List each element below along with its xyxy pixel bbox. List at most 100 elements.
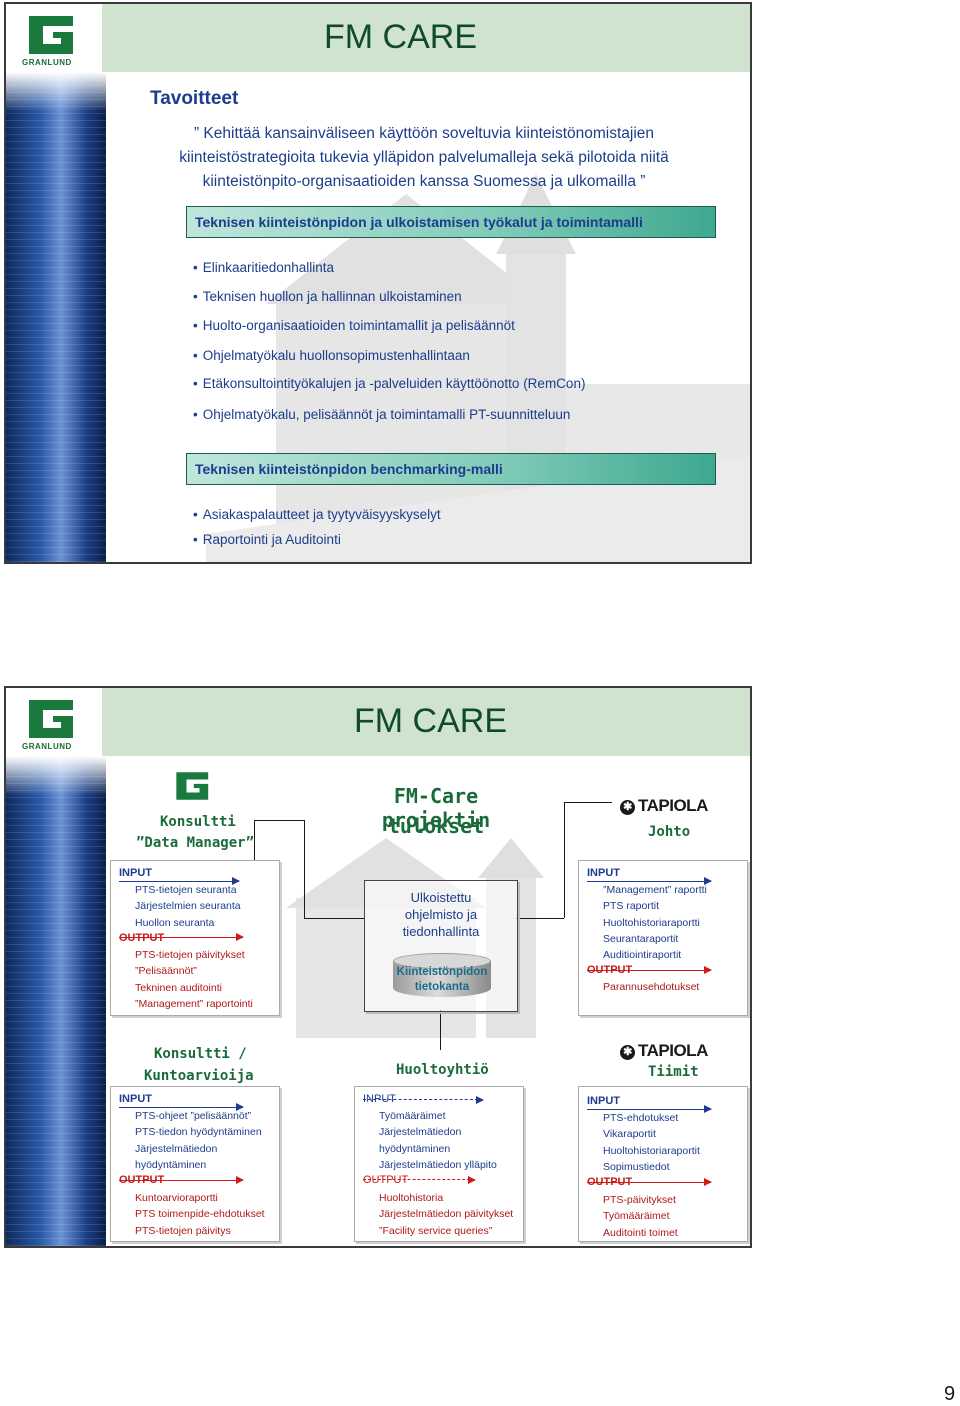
list-item: PTS toimenpide-ehdotukset — [135, 1208, 265, 1221]
list-item: Etäkonsultointityökalujen ja -palveluide… — [193, 376, 586, 407]
granlund-logo: GRANLUND — [6, 688, 102, 756]
slide-title: FM CARE — [324, 18, 477, 56]
list-item: PTS-tietojen seuranta — [135, 884, 237, 896]
output-list: Huoltohistoria Järjestelmätiedon päivity… — [379, 1190, 513, 1239]
list-item: PTS-ehdotukset — [603, 1112, 679, 1124]
input-arrow-icon — [119, 877, 240, 885]
list-item: Elinkaaritiedonhallinta — [193, 260, 585, 289]
io-box-consultant: INPUT PTS-ohjeet ”pelisäännöt” PTS-tiedo… — [110, 1086, 280, 1242]
connector-line — [254, 820, 255, 860]
logo-text: GRANLUND — [22, 58, 72, 67]
list-item: Työmääräimet — [379, 1110, 446, 1122]
tapiola-mark-icon: ✱ — [620, 800, 635, 815]
list-item: Seurantaraportit — [603, 932, 679, 945]
maintenance-company-label: Huoltoyhtiö — [396, 1062, 489, 1078]
input-label: INPUT — [119, 1093, 152, 1105]
consultant-label: Konsultti — [160, 814, 236, 830]
io-box-teams: INPUT PTS-ehdotukset Vikaraportit Huolto… — [578, 1086, 748, 1242]
teams-label: Tiimit — [648, 1064, 699, 1080]
output-arrow-icon — [119, 933, 244, 941]
list-item: PTS-päivitykset — [603, 1194, 676, 1206]
title-bar — [6, 688, 750, 756]
list-item: Auditiointiraportit — [603, 949, 682, 962]
outsourced-software-box: Ulkoistettu ohjelmisto ja tiedonhallinta… — [364, 880, 518, 1012]
list-item: Vikaraportit — [603, 1128, 656, 1141]
input-arrow-icon — [119, 1103, 244, 1111]
list-item: Huoltohistoriaraportit — [603, 1144, 700, 1157]
slide-goals: GRANLUND FM CARE Tavoitteet ” Kehittää k… — [4, 2, 752, 564]
output-list: PTS-tietojen päivitykset ”Pelisäännöt” T… — [135, 947, 253, 1012]
input-label: INPUT — [119, 867, 152, 879]
list-item: Auditointi toimet — [603, 1226, 678, 1239]
tools-list: Elinkaaritiedonhallinta Teknisen huollon… — [193, 260, 586, 435]
quote-line: kiinteistönpito-organisaatioiden kanssa … — [202, 173, 646, 190]
quote-line: ” Kehittää kansainväliseen käyttöön sove… — [193, 125, 655, 142]
connector-line — [440, 1010, 441, 1050]
logo-g-icon — [176, 772, 209, 800]
list-item: Huoltohistoriaraportti — [603, 916, 700, 929]
input-list: Työmääräimet Järjestelmätiedon hyödyntäm… — [379, 1108, 497, 1173]
list-item: Huoltohistoria — [379, 1192, 444, 1204]
output-list: PTS-päivitykset Työmääräimet Auditointi … — [603, 1192, 678, 1241]
tower-building-image — [6, 72, 106, 562]
consultant2-label-line2: Kuntoarvioija — [144, 1068, 254, 1084]
list-item: ”Facility service queries” — [379, 1224, 493, 1237]
box-line: ohjelmisto ja — [404, 907, 478, 922]
list-item: PTS-tietojen päivitys — [135, 1224, 231, 1237]
goals-quote: ” Kehittää kansainväliseen käyttöön sove… — [124, 122, 724, 194]
center-title-line2: tulokset — [387, 814, 485, 838]
list-item: ”Management” raportointi — [135, 997, 253, 1010]
io-box-management: INPUT ”Management” raportti PTS raportit… — [578, 860, 748, 1016]
benchmarking-list: Asiakaspalautteet ja tyytyväisyyskyselyt… — [193, 507, 441, 557]
box-line: Ulkoistettu — [410, 890, 472, 905]
input-list: PTS-ehdotukset Vikaraportit Huoltohistor… — [603, 1110, 700, 1175]
slide-results: GRANLUND FM CARE Konsultti ”Data Manager… — [4, 686, 752, 1248]
slide-title: FM CARE — [354, 702, 507, 740]
section-bar-tools: Teknisen kiinteistönpidon ja ulkoistamis… — [186, 206, 716, 238]
list-item: ”Pelisäännöt” — [135, 965, 197, 978]
outsourced-software-text: Ulkoistettu ohjelmisto ja tiedonhallinta — [365, 889, 517, 940]
output-arrow-icon — [363, 1176, 476, 1184]
list-item: Tekninen auditointi — [135, 981, 222, 994]
input-arrow-icon — [363, 1096, 484, 1104]
list-item: Asiakaspalautteet ja tyytyväisyyskyselyt — [193, 507, 441, 532]
database-label: Kiinteistönpidon tietokanta — [387, 965, 497, 995]
list-item: Järjestelmätiedon — [135, 1142, 218, 1155]
list-item: PTS-ohjeet ”pelisäännöt” — [135, 1110, 252, 1122]
box-line: tiedonhallinta — [402, 924, 480, 939]
logo-g-icon — [23, 696, 81, 742]
io-box-maintenance: INPUT Työmääräimet Järjestelmätiedon hyö… — [354, 1086, 524, 1242]
list-item: Huolto-organisaatioiden toimintamallit j… — [193, 318, 585, 348]
output-arrow-icon — [587, 966, 712, 974]
input-list: ”Management” raportti PTS raportit Huolt… — [603, 882, 707, 963]
database-cylinder-icon: Kiinteistönpidon tietokanta — [393, 953, 491, 997]
input-label: INPUT — [587, 867, 620, 879]
input-arrow-icon — [587, 1105, 712, 1113]
consultant2-label-line1: Konsultti / — [154, 1046, 247, 1062]
list-item: Sopimustiedot — [603, 1160, 670, 1173]
title-bar — [6, 4, 750, 72]
list-item: Teknisen huollon ja hallinnan ulkoistami… — [193, 289, 585, 318]
list-item: PTS-tietojen päivitykset — [135, 949, 245, 961]
input-list: PTS-ohjeet ”pelisäännöt” PTS-tiedon hyöd… — [135, 1108, 262, 1173]
list-item: Järjestelmätiedon ylläpito — [379, 1158, 497, 1171]
list-item: Parannusehdotukset — [603, 981, 700, 993]
connector-line — [516, 918, 564, 919]
output-list: Parannusehdotukset — [603, 979, 699, 995]
consultant-logo — [172, 768, 214, 809]
database-line: Kiinteistönpidon — [396, 966, 488, 978]
output-label: OUTPUT — [363, 1174, 409, 1186]
connector-line — [304, 820, 305, 918]
io-box-data-manager: INPUT PTS-tietojen seuranta Järjestelmie… — [110, 860, 280, 1016]
list-item: ”Management” raportti — [603, 884, 707, 896]
center-title-line1: FM-Care projektin — [381, 784, 491, 832]
list-item: Ohjelmatyökalu huollonsopimustenhallinta… — [193, 348, 585, 376]
list-item: PTS-tiedon hyödyntäminen — [135, 1126, 262, 1139]
list-item: Huollon seuranta — [135, 916, 215, 929]
tower-building-image — [6, 756, 106, 1246]
tapiola-text: TAPIOLA — [638, 796, 708, 815]
logo-text: GRANLUND — [22, 742, 72, 751]
output-arrow-icon — [119, 1176, 244, 1184]
quote-line: kiinteistöstrategioita tukevia ylläpidon… — [179, 149, 669, 166]
list-item: Ohjelmatyökalu, pelisäännöt ja toimintam… — [193, 407, 585, 435]
